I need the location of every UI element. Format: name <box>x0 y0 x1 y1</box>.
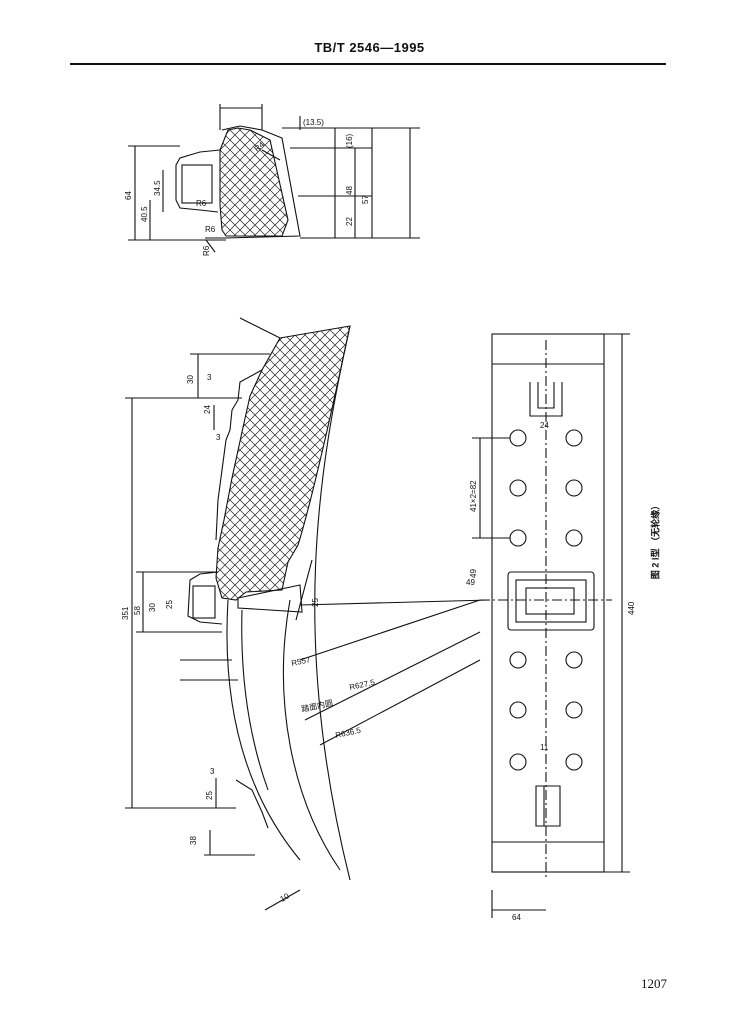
dim-440: 440 <box>627 601 636 615</box>
radius-r557: R557 <box>291 655 312 668</box>
dim-top-22: 22 <box>345 217 354 226</box>
mark-r6-a: R6 <box>196 199 207 208</box>
dim-25-key: 25 <box>165 600 174 609</box>
dim-64-plan: 64 <box>512 913 521 922</box>
dim-351: 351 <box>121 606 130 620</box>
dim-top-57: 57 <box>361 195 370 204</box>
dim-49-profile: 49 <box>466 578 475 587</box>
main-profile-drawing <box>125 317 491 911</box>
main-profile-labels: 30 3 24 3 351 58 30 25 25 49 3 25 38 10 … <box>121 373 475 904</box>
header-rule <box>70 63 666 65</box>
dim-top-40-5: 40.5 <box>140 206 149 222</box>
dim-30-top: 30 <box>186 375 195 384</box>
radius-r627-5: R627.5 <box>349 678 377 692</box>
mark-r6-b: R6 <box>205 225 216 234</box>
dim-10: 10 <box>279 891 292 904</box>
dim-3-mid: 3 <box>216 433 221 442</box>
dim-3-top: 3 <box>207 373 212 382</box>
top-section-drawing <box>128 104 420 253</box>
dim-11: 11 <box>540 743 549 752</box>
dim-41x2: 41×2=82 <box>469 480 478 512</box>
dim-top-13-5: (13.5) <box>303 118 324 127</box>
dim-38: 38 <box>189 836 198 845</box>
dim-24-slot: 24 <box>540 421 549 430</box>
radius-r636-5: R636.5 <box>335 726 363 740</box>
figure-caption: 图 2 Ⅰ型 （无轮缘） <box>640 470 670 610</box>
dim-top-48: 48 <box>345 186 354 195</box>
header-standard-code: TB/T 2546—1995 <box>314 40 425 55</box>
plan-view-labels: 440 49 41×2=82 24 11 64 <box>469 421 636 922</box>
figure-caption-text: 图 2 Ⅰ型 （无轮缘） <box>650 500 661 580</box>
dim-30-key: 30 <box>148 603 157 612</box>
dim-25-wedge: 25 <box>311 598 320 607</box>
page-number: 1207 <box>641 976 667 991</box>
dim-top-64: 64 <box>124 191 133 200</box>
note-tread-inner-arc: 踏面内圆 <box>300 698 333 714</box>
dim-top-34-5: 34.5 <box>153 180 162 196</box>
mark-r6-c: R6 <box>202 245 211 256</box>
dim-25-low: 25 <box>205 791 214 800</box>
dim-24: 24 <box>203 405 212 414</box>
dim-3-low: 3 <box>210 767 215 776</box>
plan-view-drawing <box>472 333 630 918</box>
dim-49-plan: 49 <box>469 569 478 578</box>
dim-58: 58 <box>133 606 142 615</box>
dim-top-16: (16) <box>345 133 354 148</box>
